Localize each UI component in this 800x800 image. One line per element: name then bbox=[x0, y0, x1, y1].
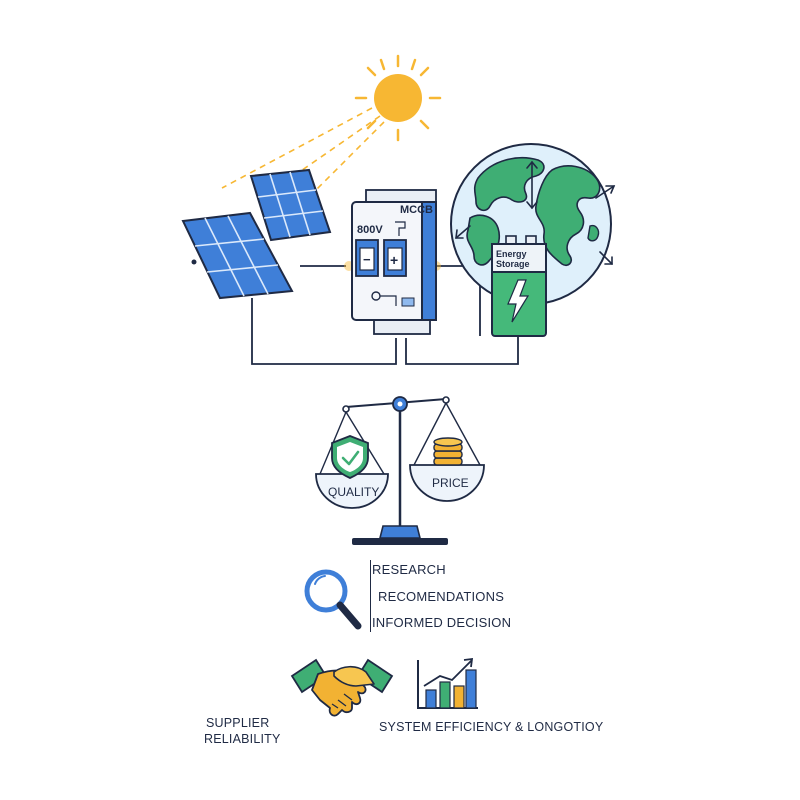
coin-stack-icon bbox=[433, 437, 463, 466]
sun-icon bbox=[354, 54, 442, 142]
sunlight-rays bbox=[221, 107, 385, 215]
mccb-minus-label: − bbox=[363, 252, 371, 267]
battery-label-line2: Storage bbox=[496, 259, 530, 269]
research-divider bbox=[370, 560, 371, 632]
efficiency-label: SYSTEM EFFICIENCY & LONGOTIOY bbox=[379, 720, 604, 734]
globe-icon bbox=[450, 143, 612, 305]
supplier-label-line1: SUPPLIER bbox=[206, 716, 270, 730]
magnifier-icon bbox=[304, 569, 362, 630]
research-item-research: RESEARCH bbox=[372, 562, 446, 577]
price-label: PRICE bbox=[432, 476, 469, 490]
solar-panel-icon bbox=[249, 168, 332, 242]
quality-label: QUALITY bbox=[328, 485, 379, 499]
research-item-informed-decision: INFORMED DECISION bbox=[372, 615, 512, 630]
mccb-title: MCCB bbox=[400, 204, 433, 216]
solar-panel-icon bbox=[181, 211, 294, 300]
research-item-recommendations: RECOMENDATIONS bbox=[378, 589, 505, 604]
mccb-breaker bbox=[351, 189, 437, 335]
battery-label-line1: Energy bbox=[496, 249, 527, 259]
handshake-icon bbox=[290, 658, 394, 717]
shield-check-icon bbox=[331, 435, 369, 479]
mccb-plus-label: + bbox=[390, 252, 398, 268]
supplier-label-line2: RELIABILITY bbox=[204, 732, 281, 746]
globe-arrows bbox=[455, 160, 616, 265]
mccb-voltage: 800V bbox=[357, 224, 383, 236]
balance-scale-icon bbox=[315, 396, 485, 545]
bar-chart-growth-icon bbox=[417, 657, 478, 709]
battery-icon bbox=[491, 235, 547, 337]
